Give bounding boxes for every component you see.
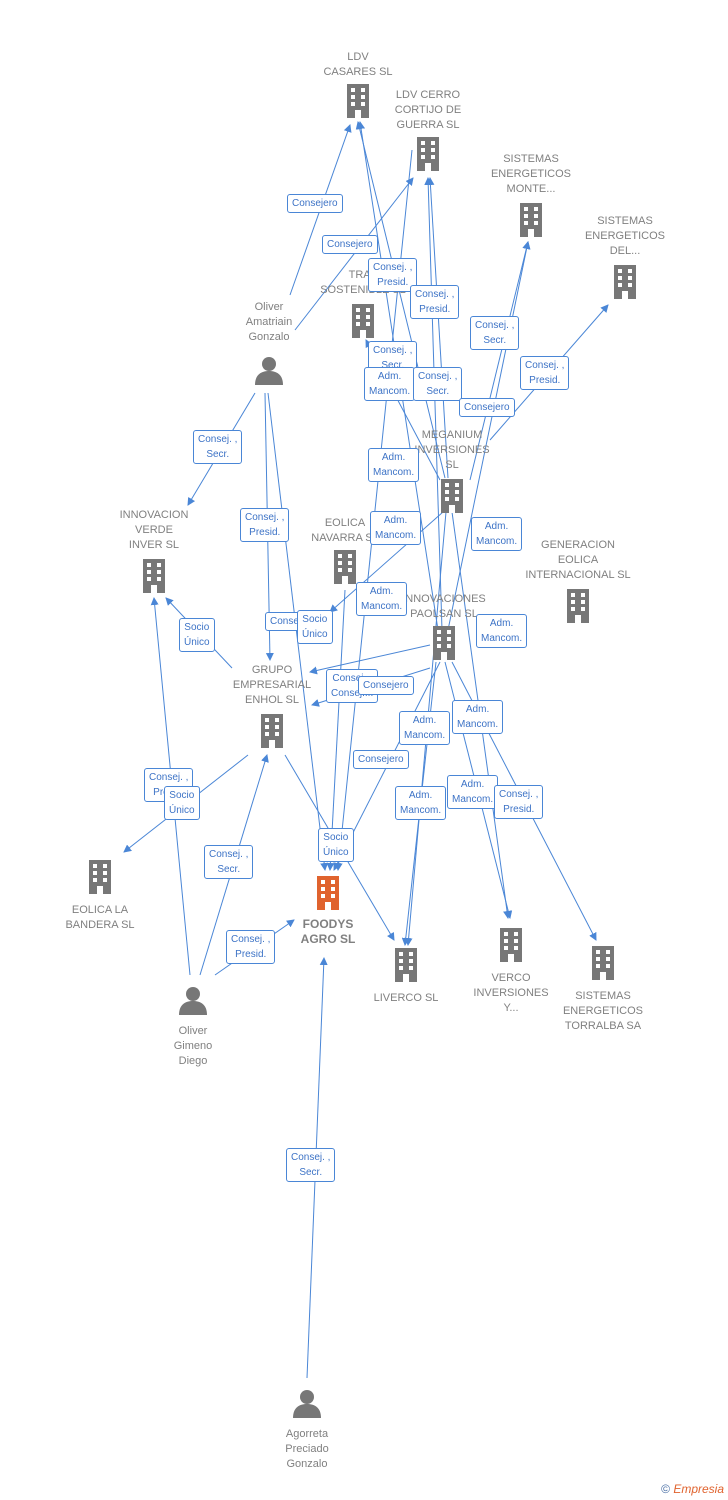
relation-label[interactable]: Consej. , Presid. xyxy=(240,508,290,542)
relation-label[interactable]: Consej. , Presid. xyxy=(368,258,418,292)
person-node-agorreta[interactable]: Agorreta Preciado Gonzalo xyxy=(264,1388,350,1472)
relation-label[interactable]: Consej. , Presid. xyxy=(494,785,544,819)
relation-label[interactable]: Consej. , Secr. xyxy=(470,316,520,350)
company-node-ldv-cerro[interactable]: LDV CERRO CORTIJO DE GUERRA SL xyxy=(378,88,478,176)
building-icon xyxy=(437,479,467,513)
relation-label[interactable]: Consej. , Presid. xyxy=(520,356,570,390)
building-icon xyxy=(610,265,640,299)
company-node-generacion-eolica[interactable]: GENERACION EOLICA INTERNACIONAL SL xyxy=(516,538,640,628)
relation-label[interactable]: Adm. Mancom. xyxy=(368,448,420,482)
building-icon xyxy=(139,559,169,593)
relation-label[interactable]: Adm. Mancom. xyxy=(364,367,416,401)
company-node-foodys-agro[interactable]: FOODYS AGRO SL xyxy=(278,876,378,947)
edge xyxy=(309,644,431,675)
edge xyxy=(469,241,531,481)
company-node-liverco[interactable]: LIVERCO SL xyxy=(356,948,456,1006)
footer-brand: © Empresia xyxy=(661,1482,724,1496)
building-icon xyxy=(343,84,373,118)
node-label: LDV CERRO CORTIJO DE GUERRA SL xyxy=(394,89,462,131)
relation-label[interactable]: Consejero xyxy=(322,235,378,254)
person-node-oliver-amatriain[interactable]: Oliver Amatriain Gonzalo xyxy=(226,300,312,390)
relation-label[interactable]: Consej. , Secr. xyxy=(286,1148,336,1182)
edge xyxy=(267,392,329,871)
node-label: LIVERCO SL xyxy=(373,992,439,1004)
node-label: LDV CASARES SL xyxy=(323,51,393,78)
relation-label[interactable]: Adm. Mancom. xyxy=(476,614,528,648)
relation-label[interactable]: Adm. Mancom. xyxy=(395,786,447,820)
company-node-innovacion-verde[interactable]: INNOVACION VERDE INVER SL xyxy=(104,508,204,598)
relation-label[interactable]: Socio Único xyxy=(318,828,354,862)
node-label: Agorreta Preciado Gonzalo xyxy=(285,1428,329,1470)
building-icon xyxy=(330,550,360,584)
node-label: Oliver Gimeno Diego xyxy=(173,1025,213,1067)
relation-label[interactable]: Adm. Mancom. xyxy=(356,582,408,616)
building-icon xyxy=(429,626,459,660)
person-icon xyxy=(254,355,284,385)
node-label: SISTEMAS ENERGETICOS DEL... xyxy=(584,215,666,257)
relation-label[interactable]: Adm. Mancom. xyxy=(399,711,451,745)
company-node-meganium[interactable]: MEGANIUM INVERSIONES SL xyxy=(402,428,502,518)
person-icon xyxy=(178,985,208,1015)
node-label: INNOVACION VERDE INVER SL xyxy=(119,509,189,551)
company-node-sistemas-del[interactable]: SISTEMAS ENERGETICOS DEL... xyxy=(572,214,678,304)
company-node-ldv-casares[interactable]: LDV CASARES SL xyxy=(308,50,408,123)
node-label: SISTEMAS ENERGETICOS TORRALBA SA xyxy=(562,990,644,1032)
building-icon-highlighted xyxy=(313,876,343,910)
relation-label[interactable]: Consejero xyxy=(287,194,343,213)
company-node-sistemas-monte[interactable]: SISTEMAS ENERGETICOS MONTE... xyxy=(478,152,584,242)
building-icon xyxy=(413,137,443,171)
relation-label[interactable]: Consej. , Presid. xyxy=(410,285,460,319)
brand-logo[interactable]: Empresia xyxy=(673,1482,724,1496)
relation-label[interactable]: Consejero xyxy=(459,398,515,417)
relation-label[interactable]: Adm. Mancom. xyxy=(370,511,422,545)
node-label: GENERACION EOLICA INTERNACIONAL SL xyxy=(525,539,631,581)
company-node-innovaciones-paolsan[interactable]: INNOVACIONES PAOLSAN SL xyxy=(394,592,494,665)
relation-label[interactable]: Adm. Mancom. xyxy=(471,517,523,551)
building-icon xyxy=(563,589,593,623)
edge xyxy=(447,241,531,631)
building-icon xyxy=(391,948,421,982)
edge xyxy=(294,177,414,331)
node-label: INNOVACIONES PAOLSAN SL xyxy=(402,593,486,620)
relation-label[interactable]: Consej. , Presid. xyxy=(226,930,276,964)
company-node-grupo-enhol[interactable]: GRUPO EMPRESARIAL ENHOL SL xyxy=(222,663,322,753)
node-label: GRUPO EMPRESARIAL ENHOL SL xyxy=(232,664,312,706)
building-icon xyxy=(257,714,287,748)
node-label: MEGANIUM INVERSIONES SL xyxy=(414,429,490,471)
node-label: EOLICA LA BANDERA SL xyxy=(65,904,135,931)
edge xyxy=(326,589,346,871)
company-node-sistemas-torralba[interactable]: SISTEMAS ENERGETICOS TORRALBA SA xyxy=(553,946,653,1034)
relation-label[interactable]: Consej. , Secr. xyxy=(413,367,463,401)
edge xyxy=(355,121,446,479)
person-icon xyxy=(292,1388,322,1418)
person-node-oliver-gimeno[interactable]: Oliver Gimeno Diego xyxy=(153,985,233,1069)
building-icon xyxy=(85,860,115,894)
company-node-verco-inversiones[interactable]: VERCO INVERSIONES Y... xyxy=(461,928,561,1016)
relation-label[interactable]: Socio Único xyxy=(297,610,333,644)
node-label: FOODYS AGRO SL xyxy=(300,917,356,946)
building-icon xyxy=(516,203,546,237)
building-icon xyxy=(496,928,526,962)
company-node-eolica-bandera[interactable]: EOLICA LA BANDERA SL xyxy=(50,860,150,933)
relation-label[interactable]: Consejero xyxy=(358,676,414,695)
building-icon xyxy=(348,304,378,338)
relation-label[interactable]: Adm. Mancom. xyxy=(447,775,499,809)
relation-label[interactable]: Consej. , Secr. xyxy=(193,430,243,464)
relation-label[interactable]: Socio Único xyxy=(164,786,200,820)
relation-label[interactable]: Adm. Mancom. xyxy=(452,700,504,734)
edge xyxy=(426,177,449,479)
relation-label[interactable]: Consej. , Secr. xyxy=(204,845,254,879)
building-icon xyxy=(588,946,618,980)
copyright-symbol: © xyxy=(661,1482,670,1496)
relation-label[interactable]: Socio Único xyxy=(179,618,215,652)
edge xyxy=(424,177,443,631)
node-label: SISTEMAS ENERGETICOS MONTE... xyxy=(490,153,572,195)
node-label: VERCO INVERSIONES Y... xyxy=(473,972,549,1014)
node-label: Oliver Amatriain Gonzalo xyxy=(245,301,293,343)
relation-label[interactable]: Consejero xyxy=(353,750,409,769)
edge xyxy=(329,511,444,613)
